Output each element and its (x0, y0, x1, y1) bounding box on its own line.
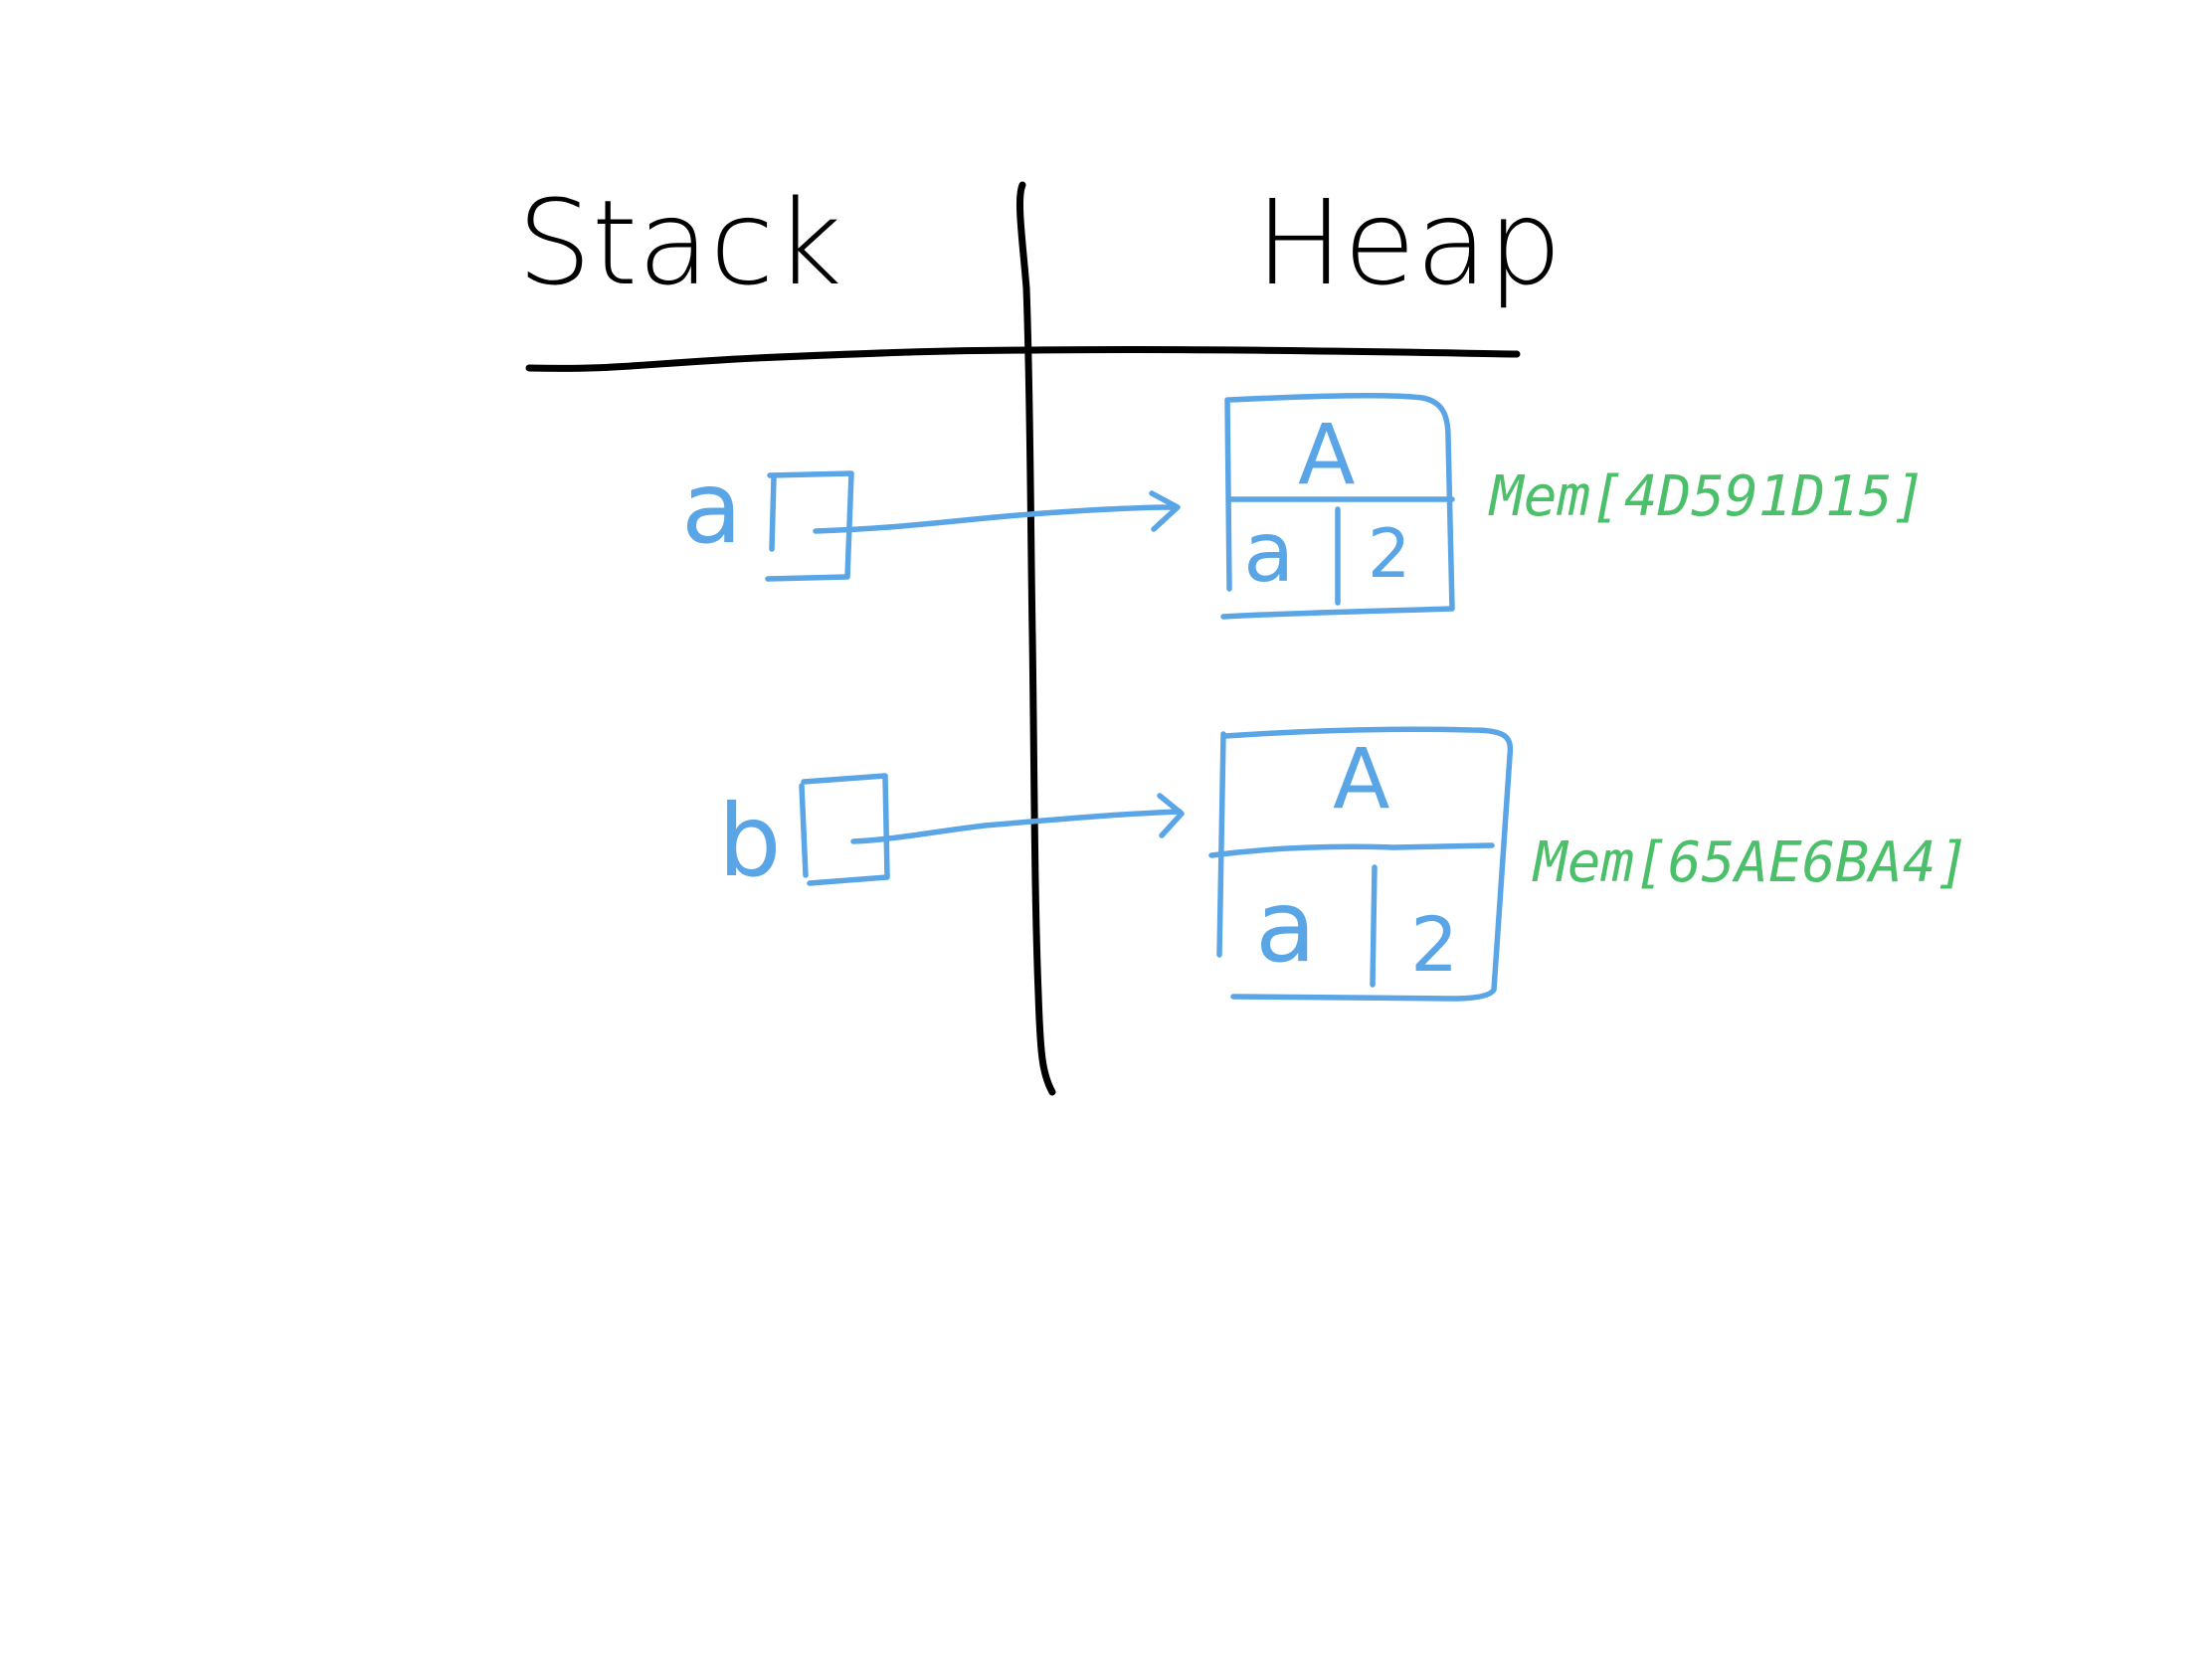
heap-header: Heap (1255, 174, 1563, 311)
heap-object-1-field-name: a (1243, 503, 1294, 601)
reference-arrow-b (850, 809, 1183, 844)
heap-object-1-address: Mem[4D591D15] (1488, 464, 1926, 529)
heap-object-2-field-name: a (1255, 868, 1316, 985)
stack-var-b-box (799, 773, 890, 886)
reference-arrow-b-head (1157, 793, 1185, 838)
heap-object-1-field-value: 2 (1368, 515, 1410, 594)
reference-arrow-a (813, 504, 1177, 534)
heap-object-2-address: Mem[65AE6BA4] (1532, 830, 1969, 895)
heap-object-2-field-value: 2 (1410, 900, 1458, 989)
heap-object-2-type: A (1333, 730, 1389, 828)
heap-object-2-box (1208, 726, 1514, 1002)
stack-var-a-box (765, 470, 854, 582)
reference-arrow-a-head (1149, 490, 1181, 532)
stack-heap-divider-line (1015, 181, 1056, 1096)
header-divider-line (525, 345, 1521, 372)
heap-object-1-box (1220, 393, 1455, 620)
stack-var-b-label: b (718, 783, 781, 899)
heap-object-1-type: A (1298, 406, 1355, 503)
stack-header: Stack (517, 174, 842, 311)
stack-var-a-label: a (681, 450, 742, 566)
